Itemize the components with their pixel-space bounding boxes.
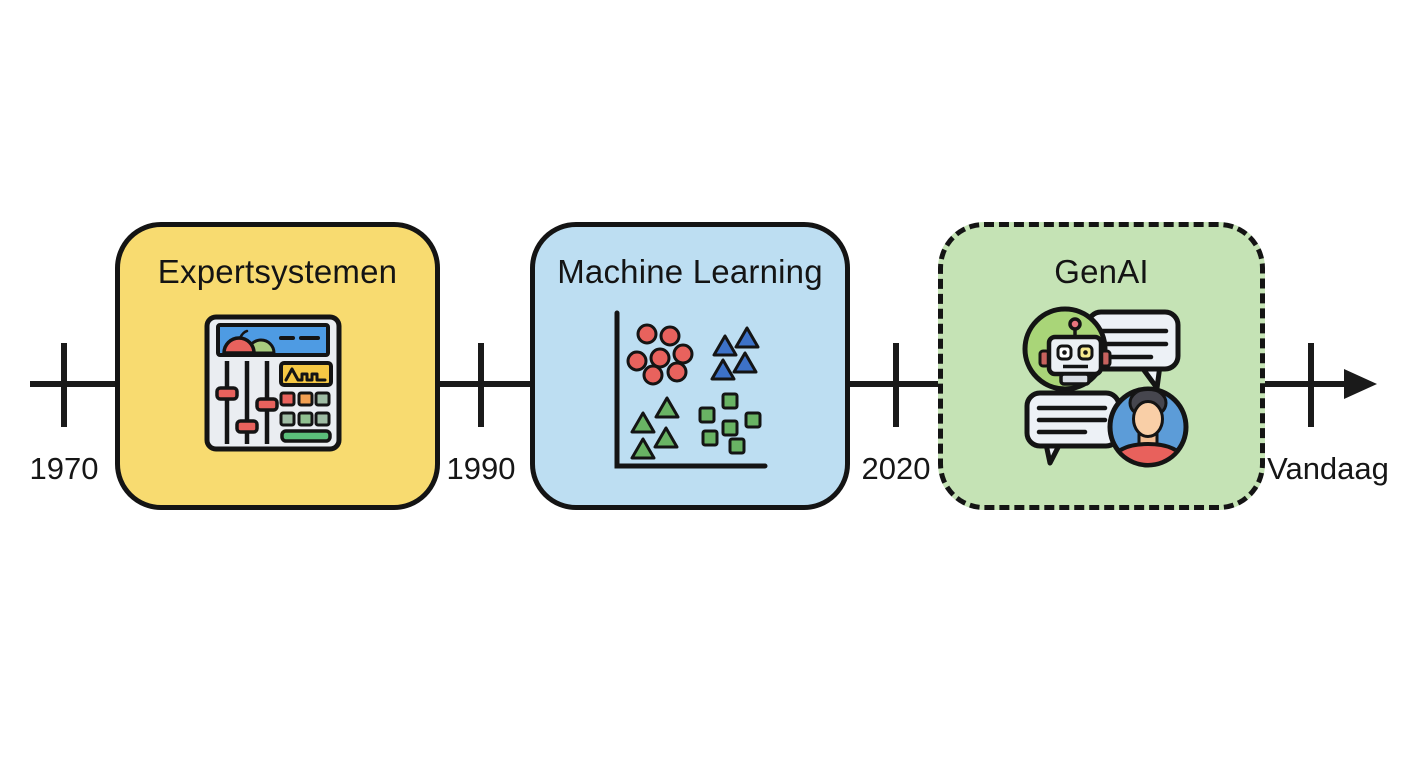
robot-icon <box>1022 306 1112 392</box>
red-circle-cluster <box>626 323 694 386</box>
arrow-head-icon <box>1344 369 1377 399</box>
blue-triangle-cluster <box>710 326 760 381</box>
era-title-machine-learning: Machine Learning <box>557 253 823 290</box>
scatter-axes <box>614 310 768 469</box>
year-label-1970: 1970 <box>29 451 99 486</box>
user-avatar-icon <box>1107 386 1189 468</box>
era-box-expertsystemen: Expertsystemen <box>115 222 440 510</box>
year-label-2020: 2020 <box>861 451 931 486</box>
chatbot-conversation-icon <box>1022 306 1189 468</box>
scatter-plot-icon <box>614 310 768 469</box>
control-panel-icon <box>204 314 342 452</box>
green-square-cluster <box>698 392 762 455</box>
era-title-expertsystemen: Expertsystemen <box>157 253 398 290</box>
year-label-1990: 1990 <box>446 451 516 486</box>
year-label-vandaag: Vandaag <box>1267 451 1389 486</box>
panel-green-bar <box>280 429 332 443</box>
era-title-genai: GenAI <box>1054 253 1149 290</box>
user-chat-bubble-icon <box>1024 390 1122 466</box>
green-triangle-cluster <box>630 396 680 460</box>
panel-buttons <box>279 391 331 427</box>
panel-sliders <box>215 361 279 444</box>
era-box-machine-learning: Machine Learning <box>530 222 850 510</box>
era-box-genai: GenAI <box>938 222 1265 510</box>
